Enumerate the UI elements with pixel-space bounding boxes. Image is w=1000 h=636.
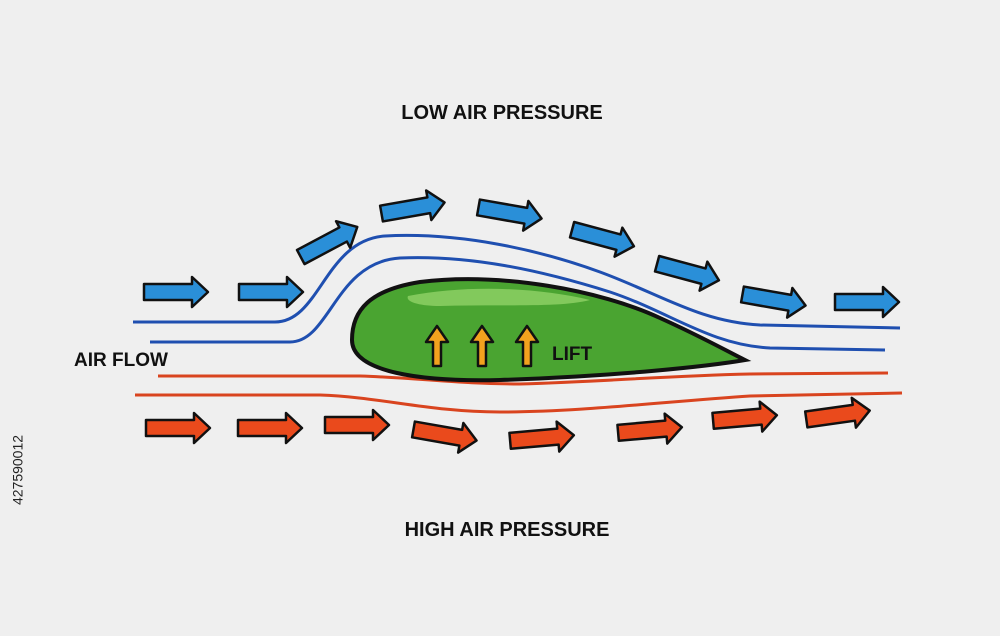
lower-streamline-outer — [135, 391, 903, 414]
upper-flow-arrow-icon — [653, 254, 721, 292]
high-air-pressure-label: HIGH AIR PRESSURE — [405, 519, 610, 541]
lower-flow-arrows — [144, 396, 871, 454]
upper-flow-arrow-icon — [378, 189, 446, 223]
stock-id-watermark: 427590012 — [10, 435, 26, 505]
upper-flow-arrow-icon — [142, 275, 210, 309]
lift-arrow-up-icon — [469, 324, 495, 368]
lower-streamline-inner — [158, 371, 889, 386]
lower-flow-arrow-icon — [236, 411, 304, 445]
lower-flow-arrow-icon — [144, 411, 212, 445]
upper-flow-arrow-icon — [833, 285, 901, 319]
upper-flow-arrow-icon — [237, 275, 305, 309]
upper-streamline-inner — [150, 256, 886, 352]
lower-flow-arrow-icon — [711, 400, 779, 433]
lift-label: LIFT — [552, 344, 592, 365]
low-air-pressure-label: LOW AIR PRESSURE — [401, 102, 603, 124]
upper-flow-arrow-icon — [739, 285, 807, 319]
lower-flow-arrow-icon — [508, 420, 576, 453]
upper-streamline-outer — [133, 233, 901, 330]
lower-flow-arrow-icon — [616, 412, 684, 445]
upper-flow-arrows — [142, 189, 901, 319]
lift-arrows — [424, 324, 540, 368]
upper-flow-arrow-icon — [475, 198, 543, 232]
lower-flow-arrow-icon — [410, 420, 478, 454]
upper-flow-arrow-icon — [295, 219, 359, 266]
lift-arrow-up-icon — [424, 324, 450, 368]
lower-flow-arrow-icon — [803, 396, 871, 429]
lift-arrow-up-icon — [514, 324, 540, 368]
stock-id-text: 427590012 — [10, 435, 26, 505]
upper-flow-arrow-icon — [568, 220, 636, 258]
lower-flow-arrow-icon — [323, 408, 391, 442]
air-flow-label: AIR FLOW — [74, 350, 168, 371]
airfoil-highlight — [407, 288, 590, 306]
